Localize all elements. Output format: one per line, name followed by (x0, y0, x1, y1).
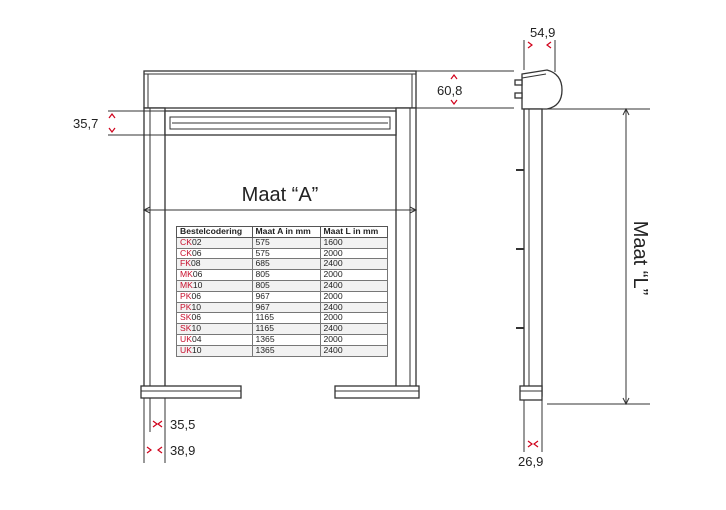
cell-code: CK06 (176, 247, 253, 260)
cell-maat-l: 2400 (319, 344, 388, 357)
code-prefix: MK (180, 279, 193, 290)
cell-code: UK10 (176, 344, 253, 357)
cell-maat-l: 1600 (319, 236, 388, 249)
front-view: Maat “A” 60,8 35,7 35,5 38,9 (73, 70, 514, 463)
cell-code: SK06 (176, 312, 253, 325)
cell-code: MK06 (176, 269, 253, 281)
code-suffix: 06 (191, 247, 202, 258)
side-rail (523, 108, 543, 397)
dim-54-9: 54,9 (530, 25, 555, 40)
code-suffix: 10 (192, 279, 203, 290)
code-suffix: 02 (191, 236, 202, 247)
code-suffix: 06 (192, 269, 203, 280)
maat-a-label: Maat “A” (242, 184, 319, 206)
cell-maat-a: 685 (251, 258, 321, 271)
cell-maat-l: 2400 (319, 323, 388, 335)
code-prefix: MK (180, 269, 193, 280)
dim-60-8: 60,8 (437, 83, 462, 98)
code-prefix: PK (180, 301, 192, 312)
cell-maat-a: 805 (251, 279, 321, 292)
code-suffix: 06 (191, 312, 202, 323)
cell-maat-l: 2000 (319, 247, 388, 260)
cell-maat-l: 2400 (319, 279, 388, 292)
side-foot (519, 385, 543, 401)
maat-l-label: Maat “L” (629, 221, 651, 295)
dim-38-9: 38,9 (170, 443, 195, 458)
cell-maat-a: 1365 (251, 344, 321, 357)
cell-maat-a: 1165 (251, 312, 321, 325)
code-suffix: 06 (191, 290, 202, 301)
side-view: 54,9 Maat “L” 26,9 (514, 25, 651, 469)
cell-maat-a: 575 (251, 236, 321, 249)
dim-35-5: 35,5 (170, 417, 195, 432)
cell-maat-a: 1365 (251, 333, 321, 346)
cell-code: FK08 (176, 258, 253, 271)
code-prefix: SK (180, 323, 192, 334)
code-suffix: 04 (191, 333, 202, 344)
right-side-rail (395, 107, 417, 397)
code-prefix: CK (180, 236, 192, 247)
code-suffix: 08 (190, 258, 201, 269)
table-header-row: Bestelcodering Maat A in mm Maat L in mm (176, 226, 388, 238)
header-maat-l: Maat L in mm (319, 226, 388, 238)
dim-26-9: 26,9 (518, 454, 543, 469)
cell-maat-a: 575 (251, 247, 321, 260)
cell-maat-a: 805 (251, 269, 321, 281)
code-suffix: 10 (191, 323, 202, 334)
code-suffix: 10 (191, 344, 202, 355)
code-prefix: CK (180, 247, 192, 258)
top-cassette (143, 70, 417, 109)
cell-maat-l: 2000 (319, 290, 388, 303)
cell-maat-l: 2400 (319, 258, 388, 271)
cell-maat-a: 1165 (251, 323, 321, 335)
right-foot (334, 385, 420, 399)
left-foot (140, 385, 242, 399)
code-prefix: UK (180, 344, 192, 355)
side-head (521, 69, 563, 110)
cell-code: CK02 (176, 236, 253, 249)
left-side-rail (143, 107, 166, 397)
code-prefix: PK (180, 290, 192, 301)
code-prefix: FK (180, 258, 191, 269)
cell-maat-l: 2000 (319, 312, 388, 325)
code-suffix: 10 (191, 301, 202, 312)
code-prefix: UK (180, 333, 192, 344)
cell-code: MK10 (176, 279, 253, 292)
size-table: Bestelcodering Maat A in mm Maat L in mm… (176, 226, 388, 357)
cell-maat-a: 967 (251, 301, 321, 314)
header-maat-a: Maat A in mm (251, 226, 321, 238)
cell-code: UK04 (176, 333, 253, 346)
code-prefix: SK (180, 312, 192, 323)
dim-35-7: 35,7 (73, 116, 98, 131)
cell-maat-l: 2000 (319, 333, 388, 346)
cell-maat-l: 2400 (319, 301, 388, 314)
cell-maat-l: 2000 (319, 269, 388, 281)
cell-code: PK10 (176, 301, 253, 314)
cell-code: SK10 (176, 323, 253, 335)
header-bestelcodering: Bestelcodering (176, 226, 253, 238)
cell-code: PK06 (176, 290, 253, 303)
cell-maat-a: 967 (251, 290, 321, 303)
